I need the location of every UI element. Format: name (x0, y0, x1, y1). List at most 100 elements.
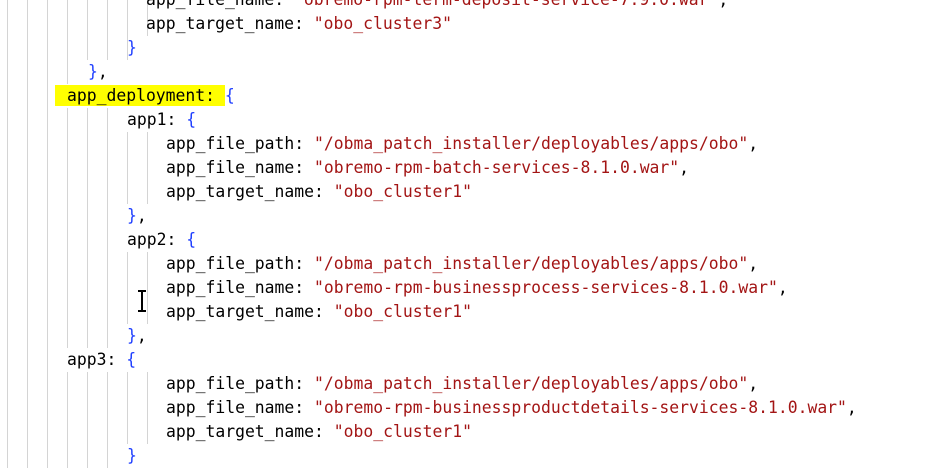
punctuation: , (136, 326, 147, 345)
string-value: "obremo-rpm-businessproductdetails-servi… (314, 398, 847, 417)
separator: : (294, 374, 315, 393)
punctuation: , (679, 158, 690, 177)
indent-guides (0, 132, 148, 156)
indent-guides (0, 60, 68, 84)
brace: } (127, 326, 137, 345)
brace: { (186, 110, 197, 129)
separator: : (294, 14, 314, 33)
indent-guides (0, 204, 108, 228)
code-line: } (0, 444, 942, 468)
property-key: app_file_path (166, 374, 295, 393)
code-text: }, (127, 324, 147, 348)
brace: } (127, 38, 137, 57)
indent-guides (0, 276, 148, 300)
indent-guides (0, 84, 54, 108)
punctuation: , (97, 62, 108, 81)
code-text: app_target_name: "obo_cluster1" (166, 300, 472, 324)
code-line: }, (0, 204, 942, 228)
code-text: app1: { (127, 108, 196, 132)
property-key: app_file_path (166, 254, 295, 273)
string-value: "obo_cluster1" (333, 182, 472, 201)
string-value: "obo_cluster3" (313, 14, 452, 33)
punctuation: , (718, 0, 728, 9)
string-value: "obo_cluster1" (333, 422, 472, 441)
indent-guides (0, 300, 148, 324)
string-value: "/obma_patch_installer/deployables/apps/… (314, 134, 749, 153)
code-line: app_file_name: "obremo-rpm-batch-service… (0, 156, 942, 180)
string-value: "obremo-rpm-term-deposit-service-7.9.0.w… (294, 0, 718, 9)
indent-guides (0, 0, 148, 12)
indent-guides (0, 324, 108, 348)
indent-guides (0, 108, 108, 132)
separator: : (294, 398, 315, 417)
code-line: app_file_name: "obremo-rpm-term-deposit-… (0, 0, 942, 12)
indent-guides (0, 348, 54, 372)
indent-guides (0, 420, 148, 444)
code-text: app_deployment: { (55, 84, 235, 108)
indent-guides (0, 12, 148, 36)
code-line: app_file_path: "/obma_patch_installer/de… (0, 252, 942, 276)
code-line: app_target_name: "obo_cluster1" (0, 300, 942, 324)
property-key: app_file_name (166, 398, 295, 417)
indent-guides (0, 252, 148, 276)
property-key: app2 (127, 230, 167, 249)
code-line: }, (0, 60, 942, 84)
string-value: "obremo-rpm-businessprocess-services-8.1… (314, 278, 778, 297)
code-line: app2: { (0, 228, 942, 252)
code-text: }, (127, 204, 147, 228)
brace: } (88, 62, 98, 81)
punctuation: , (846, 398, 857, 417)
code-line: app_file_path: "/obma_patch_installer/de… (0, 132, 942, 156)
separator: : (314, 182, 334, 201)
code-text: app3: { (67, 348, 136, 372)
property-key: app_target_name (166, 422, 315, 441)
brace: { (126, 350, 137, 369)
code-line: app_file_name: "obremo-rpm-businessprodu… (0, 396, 942, 420)
punctuation: , (748, 134, 759, 153)
code-text: app_target_name: "obo_cluster1" (166, 420, 472, 444)
code-text: app_file_path: "/obma_patch_installer/de… (166, 372, 758, 396)
code-line: } (0, 36, 942, 60)
separator: : (294, 254, 315, 273)
code-text: } (127, 36, 137, 60)
property-key: app_file_name (166, 278, 295, 297)
punctuation: , (748, 254, 759, 273)
code-text: } (127, 444, 137, 468)
separator: : (205, 85, 225, 106)
code-line: app3: { (0, 348, 942, 372)
code-text: app_file_name: "obremo-rpm-businessprodu… (166, 396, 857, 420)
indent-guides (0, 396, 148, 420)
property-key: app_target_name (166, 182, 315, 201)
property-key: app_target_name (146, 14, 295, 33)
code-text: app_file_name: "obremo-rpm-businessproce… (166, 276, 788, 300)
property-key: app3 (67, 350, 107, 369)
text-cursor-icon (138, 290, 146, 312)
string-value: "/obma_patch_installer/deployables/apps/… (314, 374, 749, 393)
separator: : (294, 278, 315, 297)
indent-guides (0, 444, 108, 468)
brace: } (127, 206, 137, 225)
separator: : (166, 230, 187, 249)
property-key: app1 (127, 110, 167, 129)
property-key: app_target_name (166, 302, 315, 321)
code-text: app_file_name: "obremo-rpm-batch-service… (166, 156, 689, 180)
separator: : (314, 422, 334, 441)
code-text: app_target_name: "obo_cluster1" (166, 180, 472, 204)
property-key: app_file_name (146, 0, 274, 9)
code-line: app_target_name: "obo_cluster3" (0, 12, 942, 36)
indent-guides (0, 156, 148, 180)
punctuation: , (777, 278, 788, 297)
punctuation: , (136, 206, 147, 225)
code-line: app_target_name: "obo_cluster1" (0, 420, 942, 444)
string-value: "obremo-rpm-batch-services-8.1.0.war" (314, 158, 680, 177)
separator: : (106, 350, 127, 369)
code-line: app_target_name: "obo_cluster1" (0, 180, 942, 204)
indent-guides (0, 36, 128, 60)
indent-guides (0, 180, 148, 204)
property-key: app_deployment (55, 85, 206, 106)
code-text: app_target_name: "obo_cluster3" (146, 12, 452, 36)
string-value: "/obma_patch_installer/deployables/apps/… (314, 254, 749, 273)
punctuation: , (748, 374, 759, 393)
brace: { (224, 86, 235, 105)
